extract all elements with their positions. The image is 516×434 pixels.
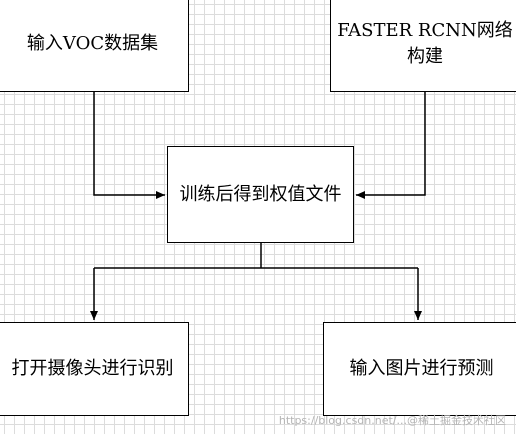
node-input-voc-label: 输入VOC数据集 (26, 33, 159, 54)
node-image-prediction: 输入图片进行预测 (323, 322, 516, 416)
node-faster-rcnn: FASTER RCNN网络构建 (330, 0, 516, 92)
node-faster-rcnn-label: FASTER RCNN网络构建 (337, 20, 513, 67)
node-camera-recognition-label: 打开摄像头进行识别 (11, 358, 174, 379)
node-image-prediction-label: 输入图片进行预测 (349, 358, 494, 379)
edge-rcnn-to-train (356, 92, 426, 199)
node-train-weights: 训练后得到权值文件 (167, 146, 354, 243)
node-input-voc: 输入VOC数据集 (0, 0, 189, 92)
node-camera-recognition: 打开摄像头进行识别 (0, 322, 189, 416)
edge-voc-to-train (93, 92, 165, 199)
node-train-weights-label: 训练后得到权值文件 (179, 183, 342, 205)
watermark: https://blog.csdn.net/...@稀土掘金技术社区 (278, 414, 506, 427)
